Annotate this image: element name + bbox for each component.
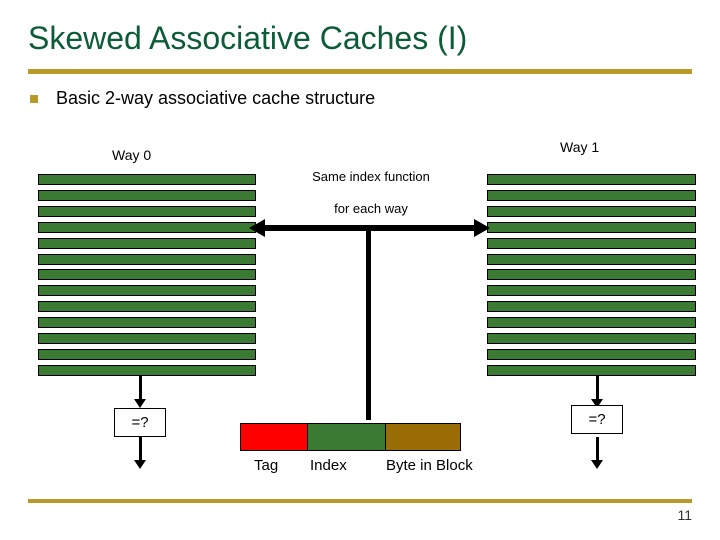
comparator-way0-output-arrow-icon (134, 437, 147, 469)
cache-line (38, 253, 256, 265)
cache-line (487, 333, 696, 345)
comparator-way0: =? (114, 408, 166, 437)
index-function-note-line1: Same index function (312, 169, 430, 184)
way1-to-comparator-arrow-icon (591, 376, 604, 408)
arrow-shaft (139, 376, 142, 400)
cache-line (487, 317, 696, 329)
index-function-note-line2: for each way (334, 201, 408, 216)
cache-line (487, 285, 696, 297)
address-field-labels: Tag Index Byte in Block (232, 455, 532, 479)
bullet-item-label: Basic 2-way associative cache structure (56, 88, 376, 108)
way0-cache-block (38, 174, 256, 376)
cache-line (38, 269, 256, 281)
cache-line (487, 253, 696, 265)
footer-divider (28, 499, 692, 503)
arrow-head-right-icon (474, 219, 490, 237)
address-field-index (307, 423, 386, 451)
address-layout-bar (240, 423, 462, 451)
index-stem-line (366, 228, 371, 420)
comparator-way1: =? (571, 405, 623, 434)
way0-label: Way 0 (112, 147, 152, 163)
cache-line (487, 221, 696, 233)
way1-cache-block (487, 174, 696, 376)
arrow-head-down-icon (134, 399, 146, 408)
cache-line (487, 205, 696, 217)
cache-line (487, 189, 696, 201)
cache-line (487, 301, 696, 313)
cache-line (487, 174, 696, 185)
cache-line (487, 364, 696, 376)
address-label-tag: Tag (254, 457, 279, 474)
cache-line (487, 237, 696, 249)
way0-to-comparator-arrow-icon (134, 376, 147, 408)
address-label-byte-in-block: Byte in Block (386, 457, 473, 474)
bullet-item: Basic 2-way associative cache structure (28, 85, 668, 111)
comparator-way1-output-arrow-icon (591, 437, 604, 469)
cache-line (38, 189, 256, 201)
arrow-shaft (596, 376, 599, 400)
cache-line (38, 221, 256, 233)
square-bullet-icon (30, 95, 38, 103)
title-divider (28, 69, 692, 74)
arrow-shaft (139, 437, 142, 461)
arrow-head-down-icon (591, 460, 603, 469)
cache-line (38, 285, 256, 297)
cache-line (38, 348, 256, 360)
arrow-shaft (596, 437, 599, 461)
address-field-byte-in-block (385, 423, 461, 451)
cache-line (487, 348, 696, 360)
way1-label: Way 1 (560, 139, 600, 155)
cache-line (38, 205, 256, 217)
cache-line (38, 317, 256, 329)
arrow-head-left-icon (249, 219, 265, 237)
cache-line (487, 269, 696, 281)
cache-line (38, 237, 256, 249)
page-number: 11 (677, 507, 692, 523)
address-field-tag (240, 423, 308, 451)
cache-line (38, 333, 256, 345)
address-label-index: Index (310, 457, 347, 474)
cache-line (38, 174, 256, 185)
cache-line (38, 301, 256, 313)
arrow-head-down-icon (591, 399, 603, 408)
cache-line (38, 364, 256, 376)
page-title: Skewed Associative Caches (I) (28, 20, 468, 56)
arrow-head-down-icon (134, 460, 146, 469)
